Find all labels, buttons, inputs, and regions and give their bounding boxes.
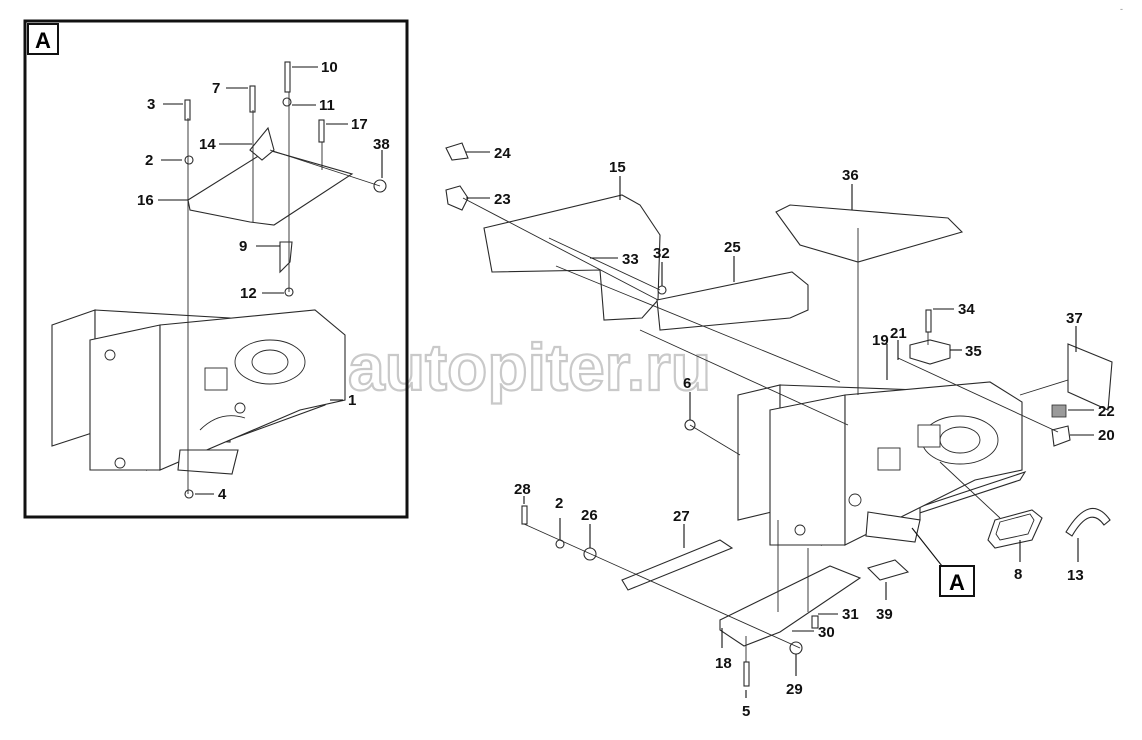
nut-29 [789, 641, 803, 655]
callout-37: 37 [1066, 310, 1083, 327]
side-plate-15 [483, 194, 661, 321]
mounting-plate [187, 149, 354, 226]
bracket-18 [719, 565, 862, 647]
bracket-35 [909, 339, 951, 365]
detail-frame [23, 19, 409, 519]
callout-14: 14 [199, 136, 216, 153]
callout-29: 29 [786, 681, 803, 698]
callout-21: 21 [890, 325, 907, 342]
bolt-10 [284, 61, 291, 93]
main-view: A 2 5 6 8 13 15 18 19 20 21 22 23 [445, 142, 1115, 720]
callout-4: 4 [218, 486, 227, 503]
callout-5: 5 [742, 703, 750, 720]
callout-39: 39 [876, 606, 893, 623]
callout-28: 28 [514, 481, 531, 498]
callout-8: 8 [1014, 566, 1022, 583]
callout-15: 15 [609, 159, 626, 176]
side-plate-25 [656, 271, 809, 331]
callout-35: 35 [965, 343, 982, 360]
callout-3: 3 [147, 96, 155, 113]
callout-6: 6 [683, 375, 691, 392]
corner-mark: - [1120, 4, 1123, 14]
detail-tag-box [27, 23, 59, 55]
watermark-text: autopiter.ru [348, 330, 711, 404]
callout-18: 18 [715, 655, 732, 672]
bolt-5 [743, 661, 750, 687]
bracket-20 [1051, 425, 1071, 447]
callout-34: 34 [958, 301, 975, 318]
callout-38: 38 [373, 136, 390, 153]
washer-2 [184, 155, 194, 165]
callout-20: 20 [1098, 427, 1115, 444]
callout-13: 13 [1067, 567, 1084, 584]
pin-31 [811, 615, 819, 629]
callout-23: 23 [494, 191, 511, 208]
bracket-9 [279, 241, 293, 274]
callout-33: 33 [622, 251, 639, 268]
callout-24: 24 [494, 145, 511, 162]
clamp-13 [1065, 507, 1111, 537]
seal-8 [987, 509, 1043, 549]
detail-callouts: 1 2 3 4 7 9 10 11 12 14 16 17 38 [137, 59, 390, 503]
washer-11 [282, 97, 292, 107]
callout-19: 19 [872, 332, 889, 349]
callout-32: 32 [653, 245, 670, 262]
pad-39 [866, 559, 910, 581]
callout-2b: 2 [555, 495, 563, 512]
main-callouts: 2 5 6 8 13 15 18 19 20 21 22 23 24 [466, 145, 1115, 720]
detail-tag: A [35, 28, 51, 53]
callout-25: 25 [724, 239, 741, 256]
callout-16: 16 [137, 192, 154, 209]
bracket-24 [445, 142, 469, 161]
callout-10: 10 [321, 59, 338, 76]
nut-4 [184, 489, 194, 499]
bolt-3 [184, 99, 191, 121]
callout-30: 30 [818, 624, 835, 641]
callout-17: 17 [351, 116, 368, 133]
bolt-7 [249, 85, 256, 113]
bracket-14 [249, 126, 275, 161]
callout-9: 9 [239, 238, 247, 255]
callout-31: 31 [842, 606, 859, 623]
bracket-27 [621, 539, 734, 591]
callout-2: 2 [145, 152, 153, 169]
main-frame [737, 381, 1027, 546]
bolt-34 [925, 309, 932, 333]
bracket-23 [445, 185, 469, 211]
callout-26: 26 [581, 507, 598, 524]
callout-12: 12 [240, 285, 257, 302]
bolt-28 [521, 505, 528, 525]
detail-view-a: A [23, 19, 409, 519]
bolt-17 [318, 119, 325, 143]
cover-36 [775, 204, 964, 263]
callout-7: 7 [212, 80, 220, 97]
clip-22 [1051, 404, 1067, 418]
plate-37 [1067, 343, 1113, 411]
callout-36: 36 [842, 167, 859, 184]
callout-27: 27 [673, 508, 690, 525]
detail-ref-box [939, 565, 975, 597]
callout-1: 1 [348, 392, 356, 409]
callout-11: 11 [319, 97, 335, 114]
detail-ref-tag: A [949, 570, 965, 595]
callout-22: 22 [1098, 403, 1115, 420]
detail-frame-assembly [51, 309, 346, 475]
